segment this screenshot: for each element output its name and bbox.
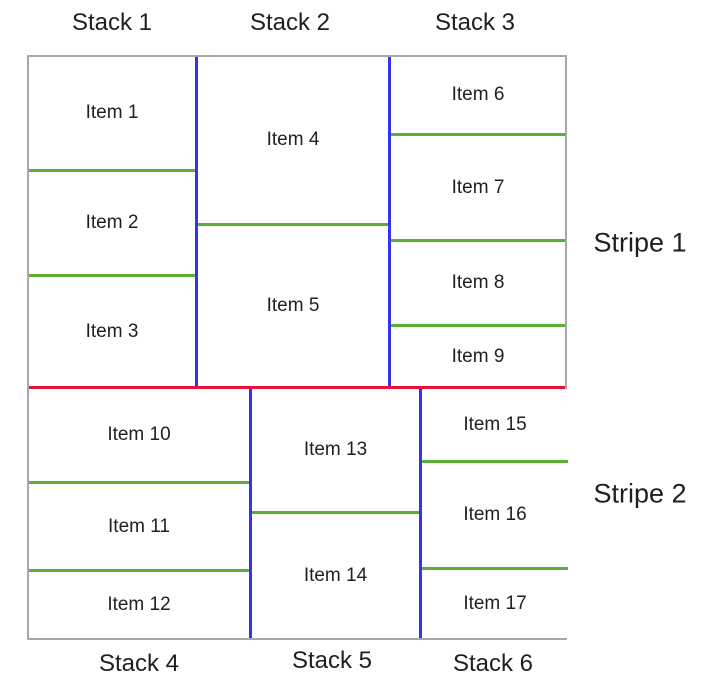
stack-5-region: Item 13 Item 14 — [252, 389, 419, 638]
stack-4-label: Stack 4 — [98, 650, 180, 677]
stack-6-label: Stack 6 — [452, 650, 534, 677]
stack-divider — [249, 389, 252, 638]
stack-divider — [195, 57, 198, 386]
item-divider — [422, 567, 568, 570]
stack-6-region: Item 15 Item 16 Item 17 — [422, 389, 568, 638]
item-divider — [391, 239, 565, 242]
item-5: Item 5 — [198, 226, 388, 386]
item-divider — [391, 133, 565, 136]
item-10: Item 10 — [29, 389, 249, 481]
item-4: Item 4 — [198, 57, 388, 223]
item-2: Item 2 — [29, 172, 195, 274]
stack-5-label: Stack 5 — [291, 647, 373, 674]
item-7: Item 7 — [391, 136, 565, 239]
stack-2-label: Stack 2 — [249, 9, 331, 36]
item-divider — [29, 169, 195, 172]
item-6: Item 6 — [391, 57, 565, 133]
item-divider — [29, 274, 195, 277]
stack-3-region: Item 6 Item 7 Item 8 Item 9 — [391, 57, 565, 386]
item-14: Item 14 — [252, 514, 419, 638]
item-divider — [391, 324, 565, 327]
item-divider — [29, 481, 249, 484]
stack-2-region: Item 4 Item 5 — [198, 57, 388, 386]
item-1: Item 1 — [29, 57, 195, 169]
stack-1-region: Item 1 Item 2 Item 3 — [29, 57, 195, 386]
item-divider — [29, 569, 249, 572]
item-8: Item 8 — [391, 242, 565, 324]
stack-3-label: Stack 3 — [434, 9, 516, 36]
item-9: Item 9 — [391, 327, 565, 386]
item-divider — [422, 460, 568, 463]
stripe-divider — [29, 386, 565, 389]
item-12: Item 12 — [29, 572, 249, 638]
container-box: Item 1 Item 2 Item 3 Item 4 Item 5 Item … — [27, 55, 568, 640]
item-11: Item 11 — [29, 484, 249, 569]
stack-divider — [419, 389, 422, 638]
item-15: Item 15 — [422, 389, 568, 460]
item-divider — [198, 223, 388, 226]
stack-1-label: Stack 1 — [71, 9, 153, 36]
stripe-1-region: Item 1 Item 2 Item 3 Item 4 Item 5 Item … — [29, 57, 565, 386]
stripe-2-label: Stripe 2 — [593, 478, 687, 509]
item-3: Item 3 — [29, 277, 195, 386]
stripe-1-label: Stripe 1 — [593, 227, 687, 258]
item-divider — [252, 511, 419, 514]
item-13: Item 13 — [252, 389, 419, 511]
stack-4-region: Item 10 Item 11 Item 12 — [29, 389, 249, 638]
stripe-2-region: Item 10 Item 11 Item 12 Item 13 Item 14 … — [29, 389, 568, 638]
item-16: Item 16 — [422, 463, 568, 567]
stack-divider — [388, 57, 391, 386]
item-17: Item 17 — [422, 570, 568, 638]
